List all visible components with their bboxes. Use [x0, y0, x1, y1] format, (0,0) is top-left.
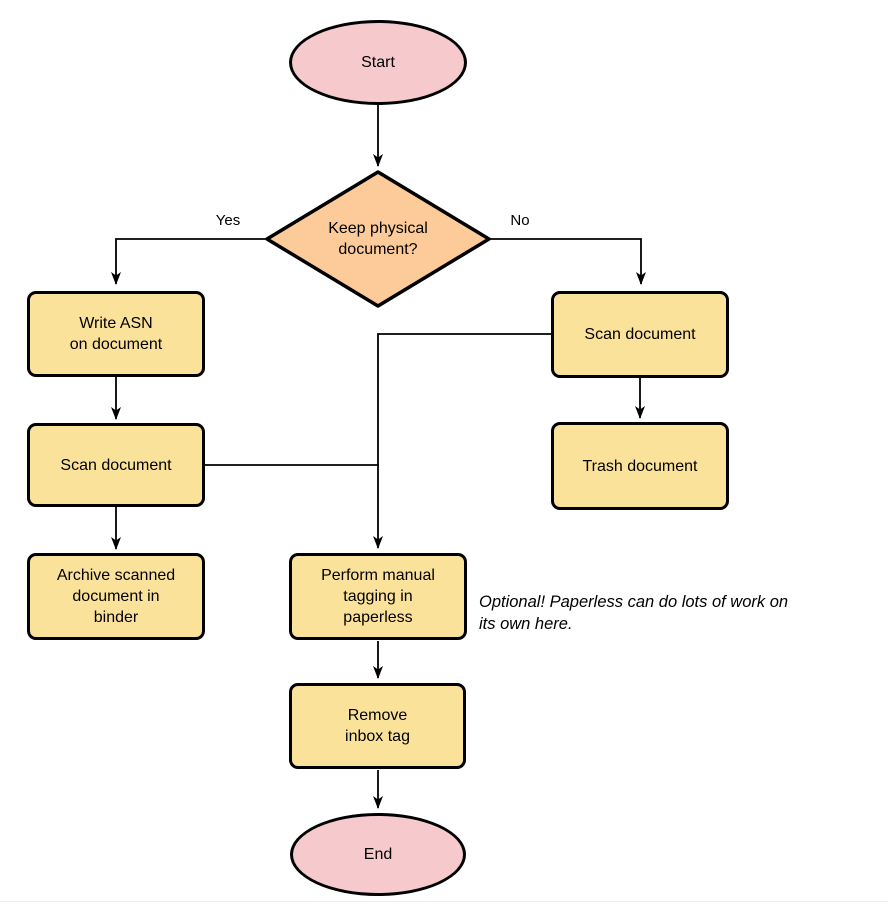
edge-scan-right-to-tagging [373, 333, 551, 549]
write-asn-node-label: Write ASN on document [69, 315, 163, 353]
end-node: End [290, 813, 466, 896]
scan-document-right-node: Scan document [551, 291, 729, 378]
scan-document-left-node-label: Scan document [60, 456, 172, 474]
edge-decision-no-to-scan-right [489, 238, 646, 285]
optional-annotation: Optional! Paperless can do lots of work … [479, 593, 789, 633]
edge-yes-label: Yes [215, 212, 241, 229]
tagging-node: Perform manual tagging in paperless [289, 553, 467, 640]
edge-decision-yes-to-write-asn [111, 238, 267, 285]
trash-document-node-label: Trash document [582, 457, 698, 475]
end-node-label: End [363, 846, 393, 863]
start-node-label: Start [361, 54, 395, 71]
archive-node: Archive scanned document in binder [27, 553, 205, 640]
trash-document-node: Trash document [551, 422, 729, 510]
decision-node: Keep physical document? [267, 172, 489, 306]
write-asn-node: Write ASN on document [27, 291, 205, 377]
decision-node-label: Keep physical document? [328, 220, 428, 258]
scan-document-right-node-label: Scan document [584, 326, 696, 343]
scan-document-left-node: Scan document [27, 423, 205, 507]
start-node: Start [289, 20, 467, 105]
remove-inbox-node: Remove inbox tag [289, 683, 466, 769]
edge-no-label: No [510, 212, 530, 229]
decision-diamond-shape [265, 170, 491, 308]
bottom-hairline [0, 901, 888, 902]
remove-inbox-node-label: Remove inbox tag [345, 707, 410, 745]
tagging-node-label: Perform manual tagging in paperless [321, 567, 435, 626]
archive-node-label: Archive scanned document in binder [56, 567, 176, 626]
